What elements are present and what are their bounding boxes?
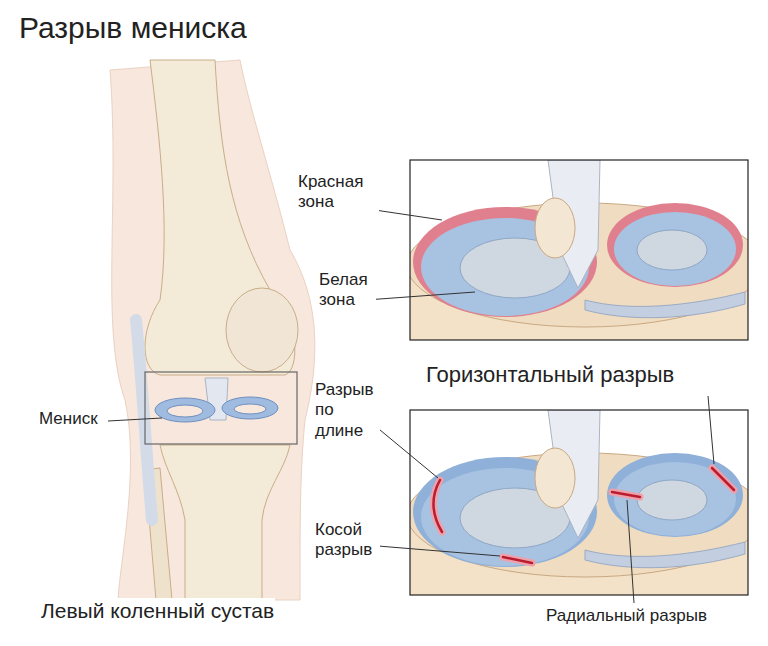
meniscus-rim <box>607 453 743 537</box>
part-label: Горизонтальный разрыв <box>425 362 675 388</box>
radial-tear <box>612 492 640 497</box>
collateral-ligament <box>136 320 152 520</box>
femoral-condyle <box>535 448 575 508</box>
red-zone <box>607 203 743 287</box>
tears-art <box>410 410 748 595</box>
meniscus <box>222 397 278 419</box>
oblique-tear-glow <box>503 557 532 563</box>
longitudinal-tear <box>433 480 442 532</box>
leader-line <box>378 546 500 556</box>
title: Разрыв мениска <box>18 10 248 46</box>
leader-line <box>108 418 162 421</box>
tibia <box>160 445 290 600</box>
part-label: Косой разрыв <box>314 520 380 561</box>
part-label: Красная зона <box>297 172 379 213</box>
leader-line <box>627 500 634 603</box>
cartilage <box>637 230 707 270</box>
part-label: Разрыв по длине <box>314 380 380 441</box>
white-zone <box>614 212 736 286</box>
part-label: Левый коленный сустав <box>40 598 275 623</box>
knee-illustration <box>110 60 315 600</box>
zones-art <box>410 160 748 340</box>
transverse-ligament <box>585 292 745 318</box>
horizontal-tear <box>712 468 734 490</box>
leader-lines <box>108 206 714 603</box>
patella <box>226 288 298 372</box>
leader-line <box>708 396 714 464</box>
zones-inset <box>405 160 763 345</box>
inset-frame <box>410 160 748 340</box>
cartilage <box>637 480 707 520</box>
tears-inset <box>405 410 763 600</box>
tear-marks <box>433 468 734 563</box>
transverse-ligament <box>585 542 745 568</box>
radial-tear-glow <box>612 492 640 497</box>
inset-frame <box>410 410 748 595</box>
leader-line <box>374 425 438 478</box>
femoral-condyle <box>535 198 575 258</box>
meniscus <box>155 398 215 422</box>
part-label: Мениск <box>38 409 99 429</box>
part-label: Радиальный разрыв <box>545 606 708 626</box>
zoom-box <box>145 372 297 444</box>
part-label: Белая зона <box>318 270 376 311</box>
leader-line <box>366 292 475 300</box>
longitudinal-tear-glow <box>433 480 442 532</box>
horizontal-tear-glow <box>712 468 734 490</box>
skin <box>110 60 315 600</box>
oblique-tear <box>503 557 532 563</box>
